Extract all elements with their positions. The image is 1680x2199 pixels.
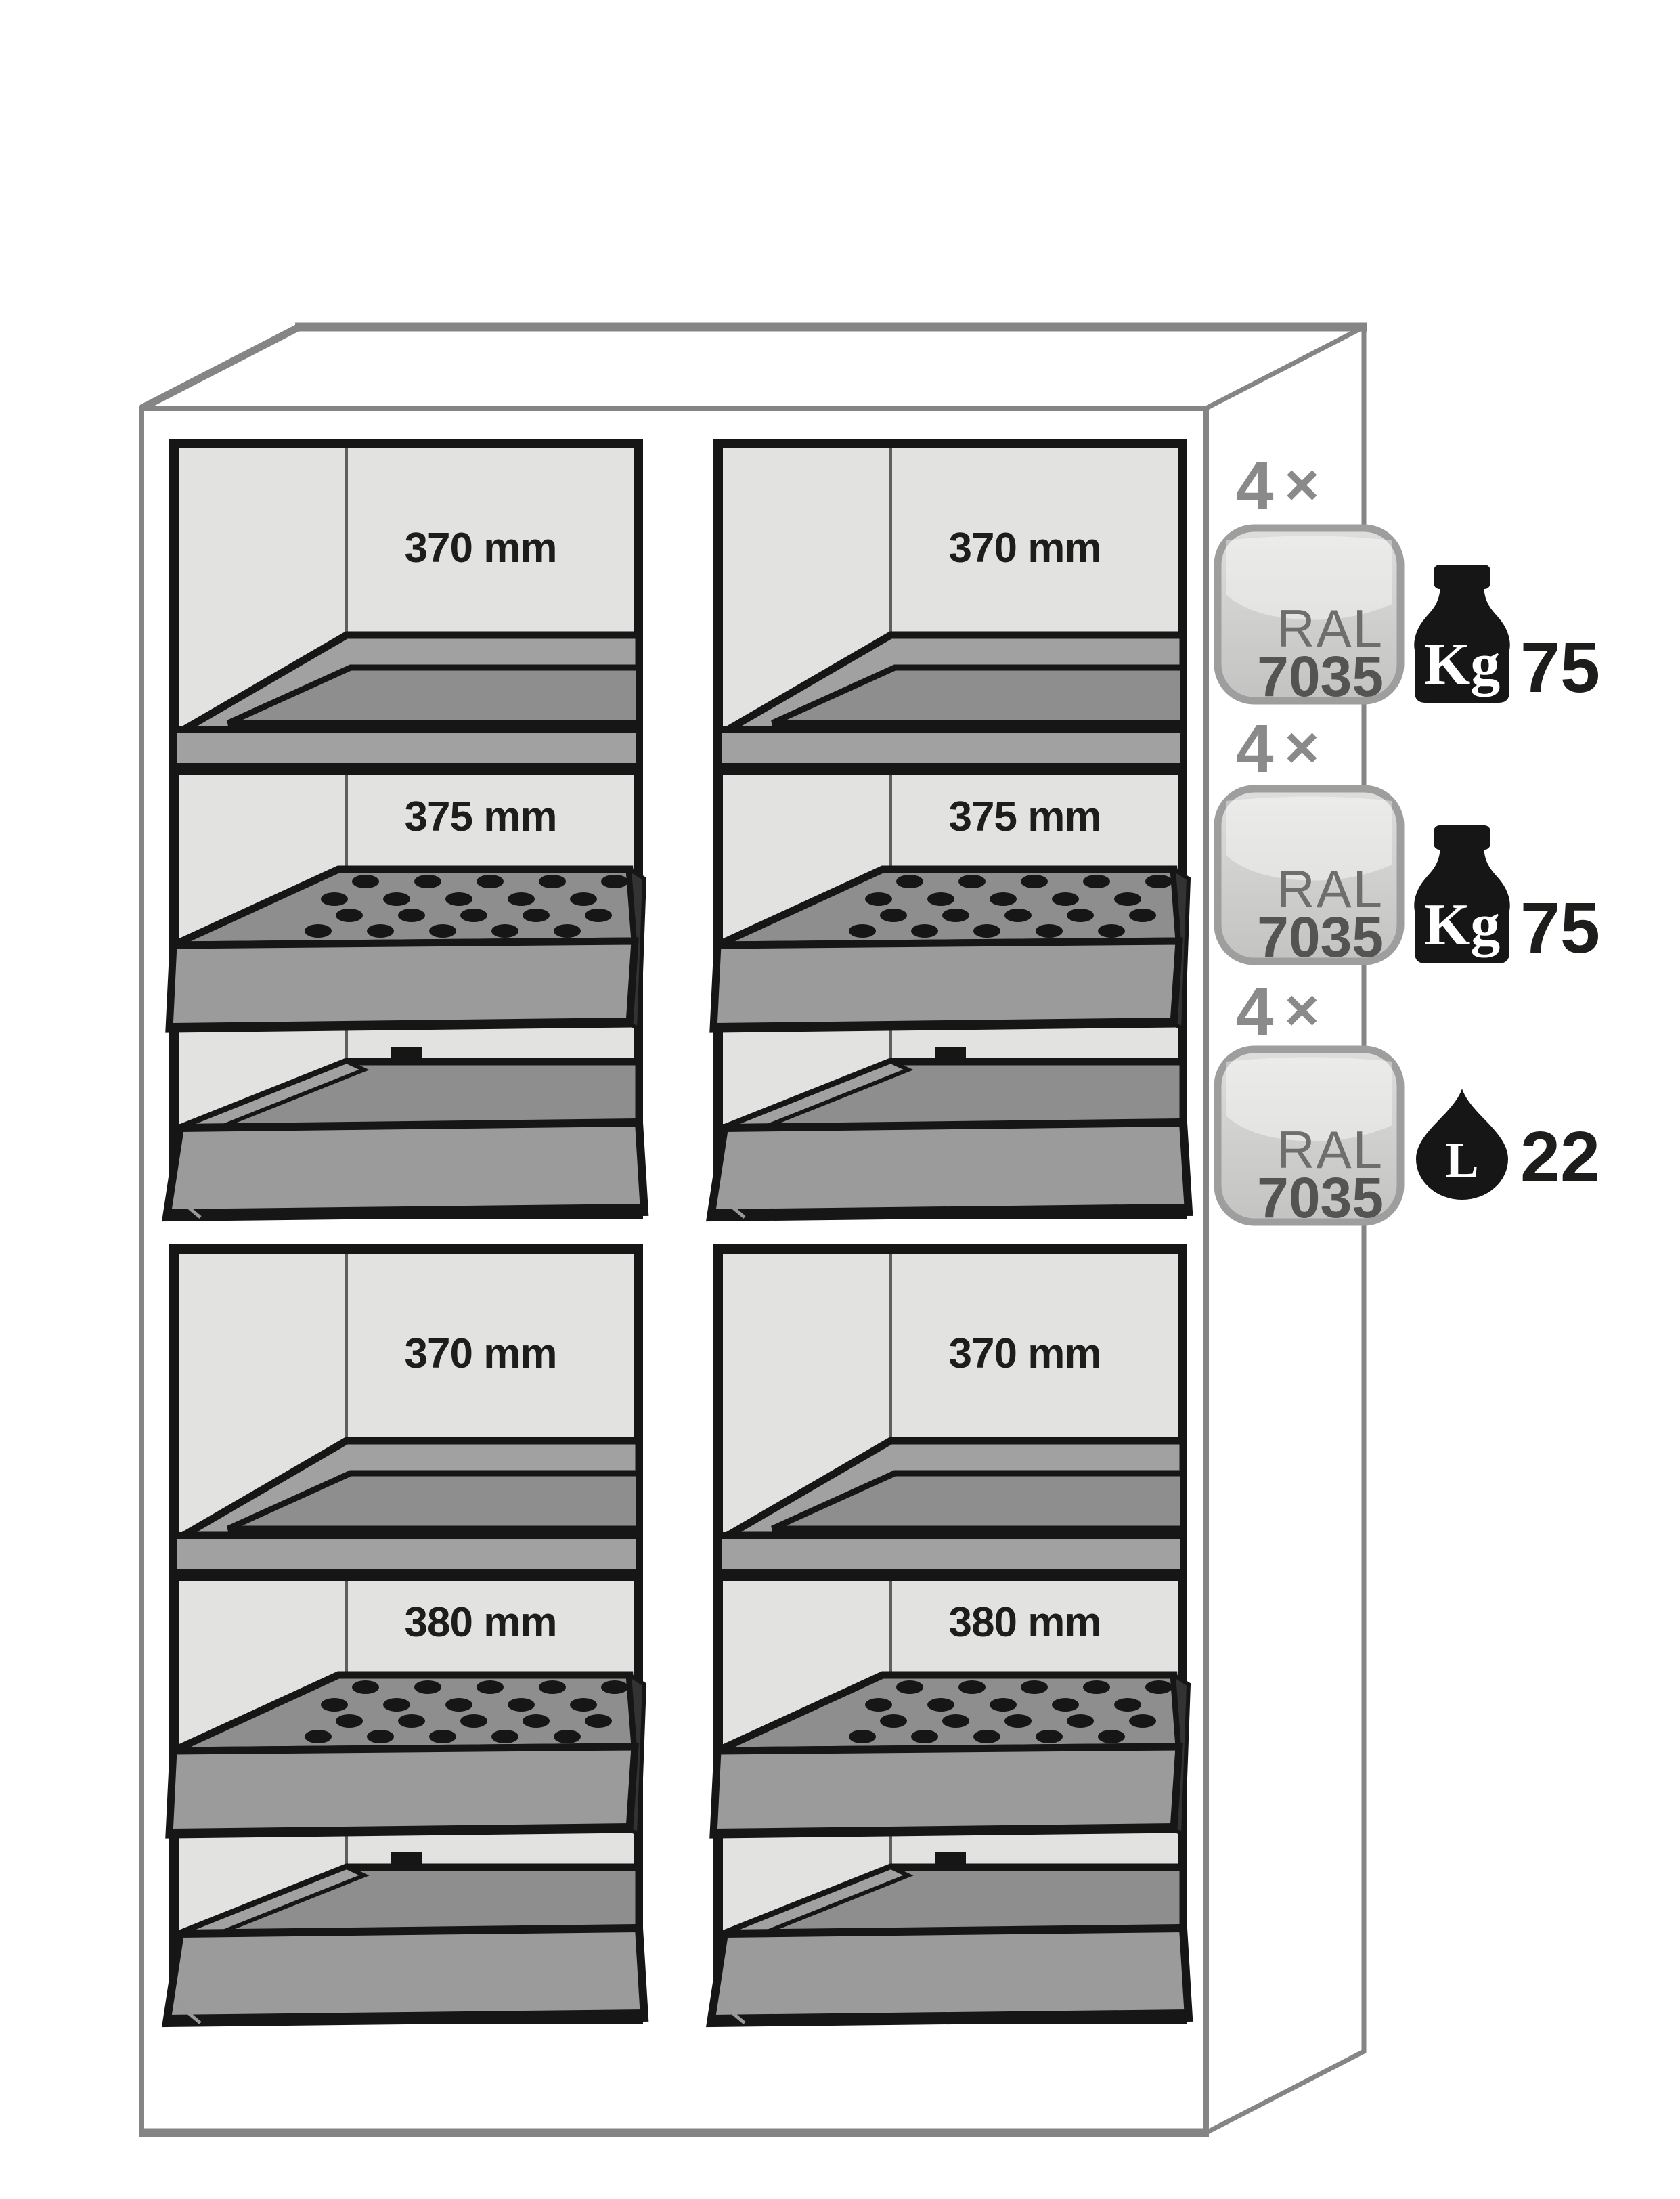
shelf-height-label: 370 mm — [949, 525, 1101, 571]
insert-height-label: 380 mm — [949, 1599, 1101, 1646]
ral-code: 7035 — [1257, 905, 1384, 969]
kg-icon-label: Kg — [1424, 632, 1500, 697]
legend-quantity: 4× — [1236, 974, 1319, 1049]
legend: 4× RAL 7035 Kg 75 4× RAL 7035 Kg 75 4× R… — [1218, 448, 1600, 1229]
legend-quantity: 4× — [1236, 448, 1319, 524]
volume-value: 22 — [1520, 1117, 1600, 1197]
insert-height-label: 375 mm — [405, 793, 557, 840]
legend-quantity: 4× — [1236, 711, 1319, 787]
liquid-volume-icon — [1416, 1089, 1508, 1200]
quantity-number: 4 — [1236, 711, 1274, 787]
shelf-height-label: 370 mm — [949, 1330, 1101, 1377]
ral-label: RAL — [1277, 1120, 1384, 1179]
ral-label: RAL — [1277, 598, 1384, 658]
times-icon: × — [1285, 714, 1319, 781]
kg-icon-label: Kg — [1424, 892, 1500, 958]
ral-code: 7035 — [1257, 1166, 1384, 1229]
times-icon: × — [1285, 451, 1319, 518]
insert-height-label: 375 mm — [949, 793, 1101, 840]
times-icon: × — [1285, 976, 1319, 1043]
insert-height-label: 380 mm — [405, 1599, 557, 1646]
cabinet-top-face — [140, 324, 1365, 411]
liter-icon-label: L — [1445, 1133, 1478, 1188]
ral-label: RAL — [1277, 859, 1384, 919]
ral-code: 7035 — [1257, 645, 1384, 708]
weight-value: 75 — [1520, 888, 1600, 968]
shelf-height-label: 370 mm — [405, 1330, 557, 1377]
quantity-number: 4 — [1236, 448, 1274, 524]
shelf-height-label: 370 mm — [405, 525, 557, 571]
quantity-number: 4 — [1236, 974, 1274, 1049]
weight-value: 75 — [1520, 628, 1600, 707]
